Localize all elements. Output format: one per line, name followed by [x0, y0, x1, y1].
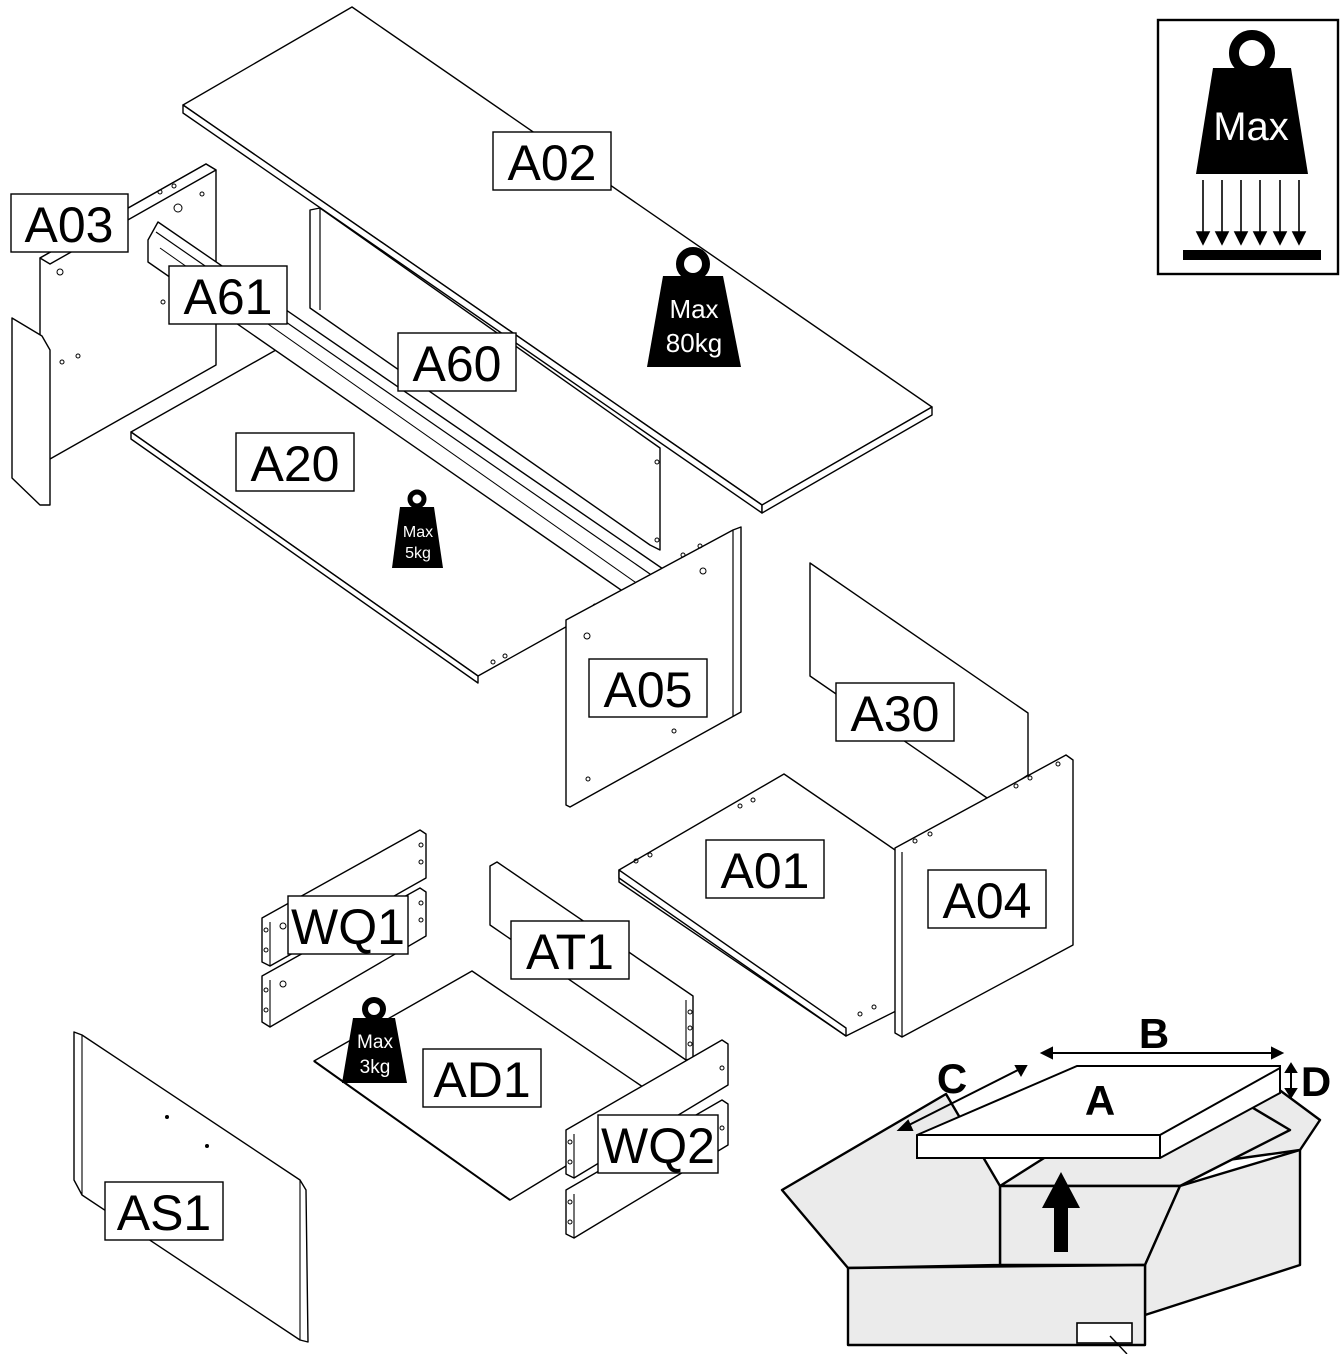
weight-limit-ad1: Max 3kg [342, 997, 407, 1083]
max-load-legend: Max [1156, 18, 1340, 276]
a20-max-value: 5kg [405, 545, 431, 562]
weight-limit-a02: Max 80kg [647, 247, 741, 367]
svg-text:A20: A20 [251, 436, 340, 492]
svg-text:AT1: AT1 [526, 924, 614, 980]
part-label-a04: A04 [927, 869, 1047, 929]
part-label-as1: AS1 [104, 1181, 224, 1241]
svg-text:AD1: AD1 [433, 1052, 530, 1108]
svg-text:WQ1: WQ1 [291, 899, 405, 955]
box-label-slot [1076, 1322, 1133, 1344]
weight-limit-a20: Max 5kg [392, 489, 443, 568]
svg-text:AS1: AS1 [117, 1185, 212, 1241]
part-label-at1: AT1 [510, 920, 630, 980]
dimension-b-label: B [1139, 1010, 1169, 1057]
downward-load-arrows-icon [1183, 180, 1321, 260]
svg-text:WQ2: WQ2 [601, 1118, 715, 1174]
dimension-a-label: A [1085, 1077, 1115, 1124]
dimension-c-label: C [937, 1055, 967, 1102]
lift-up-arrow-icon [1042, 1172, 1080, 1252]
part-label-a03: A03 [10, 193, 129, 253]
svg-text:A60: A60 [413, 336, 502, 392]
part-label-a61: A61 [168, 265, 288, 325]
svg-text:A02: A02 [508, 135, 597, 191]
svg-text:A04: A04 [943, 873, 1032, 929]
ad1-max-word: Max [357, 1032, 393, 1053]
a20-max-word: Max [403, 524, 433, 541]
part-label-wq2: WQ2 [597, 1114, 719, 1174]
a02-max-value: 80kg [666, 328, 722, 358]
part-label-a60: A60 [397, 332, 517, 392]
weight-icon [1196, 30, 1308, 174]
dimension-d-label: D [1301, 1058, 1331, 1105]
part-label-a02: A02 [492, 131, 612, 191]
legend-max-text: Max [1213, 105, 1289, 149]
part-label-a20: A20 [235, 432, 355, 492]
part-label-ad1: AD1 [422, 1048, 542, 1108]
part-a02-top-panel [182, 6, 933, 514]
ad1-max-value: 3kg [360, 1057, 391, 1078]
svg-text:A03: A03 [25, 197, 114, 253]
a02-max-word: Max [669, 294, 718, 324]
svg-text:A30: A30 [851, 686, 940, 742]
dimension-arrows [896, 1046, 1298, 1131]
svg-text:A01: A01 [721, 843, 810, 899]
part-label-a05: A05 [588, 658, 708, 718]
part-label-a01: A01 [705, 839, 825, 899]
svg-text:A05: A05 [604, 662, 693, 718]
part-label-wq1: WQ1 [287, 895, 409, 955]
svg-text:A61: A61 [184, 269, 273, 325]
packaging-box-illustration: B C D A [780, 1010, 1331, 1354]
part-label-a30: A30 [835, 682, 955, 742]
part-a30-back-panel [809, 562, 1029, 801]
